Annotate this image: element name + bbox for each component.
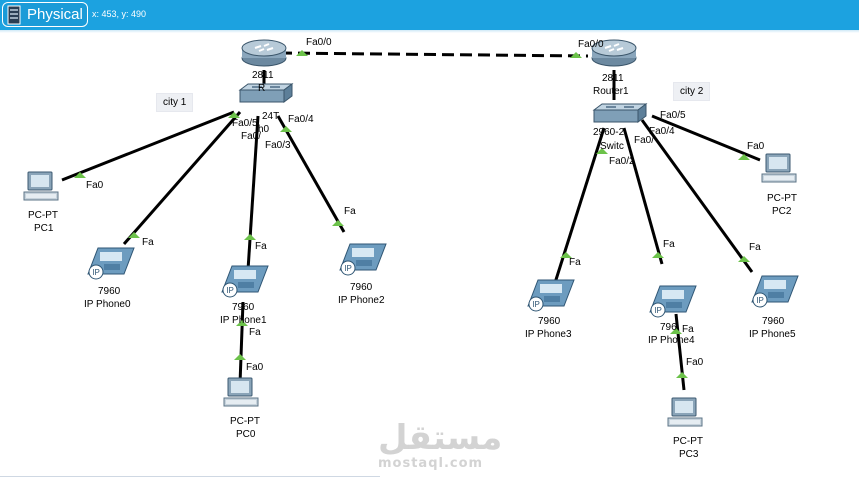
- switch1-icon[interactable]: [593, 103, 647, 123]
- port-label: Fa: [682, 324, 694, 335]
- ip-phone5-icon[interactable]: [751, 275, 799, 308]
- router1-name: Router1: [593, 86, 629, 97]
- ip-phone0-icon[interactable]: [87, 247, 135, 280]
- pc2-name: PC2: [772, 206, 792, 217]
- router0-name: R: [258, 83, 266, 94]
- port-label: Fa: [249, 327, 261, 338]
- port-label: Fa: [749, 242, 761, 253]
- pc1-name: PC1: [34, 223, 54, 234]
- switch1-model: 2960-2: [593, 127, 625, 138]
- ip-phone5-name: IP Phone5: [749, 329, 796, 340]
- pc0-model: PC-PT: [230, 416, 260, 427]
- link-switch0-phone0: [122, 111, 242, 245]
- pc3-icon[interactable]: [667, 397, 703, 427]
- switch0-model: 24T: [262, 111, 280, 122]
- port-indicators: [74, 50, 750, 378]
- physical-mode-label: Physical: [27, 6, 83, 23]
- port-label: Fa0/3: [265, 140, 291, 151]
- pc0-name: PC0: [236, 429, 256, 440]
- physical-mode-tab[interactable]: Physical: [2, 2, 88, 27]
- port-label: Fa0: [246, 362, 264, 373]
- router0-icon[interactable]: [241, 39, 287, 67]
- link-phone1-pc0: [238, 301, 245, 385]
- link-switch0-phone2: [276, 115, 346, 233]
- ip-phone3-icon[interactable]: [527, 279, 575, 312]
- link-router0-router1: [279, 51, 589, 58]
- ip-phone1-model: 7960: [232, 302, 255, 313]
- port-label: Fa: [569, 257, 581, 268]
- port-label: Fa0/: [634, 135, 655, 146]
- ip-phone0-model: 7960: [98, 286, 121, 297]
- port-label: Fa0/5: [232, 118, 258, 129]
- pc2-icon[interactable]: [761, 153, 797, 183]
- link-switch1-phone3: [552, 127, 606, 287]
- link-switch0-pc1: [61, 110, 235, 182]
- ip-phone3-name: IP Phone3: [525, 329, 572, 340]
- ip-phone4-icon[interactable]: [649, 285, 697, 318]
- port-label: Fa0/0: [578, 39, 604, 50]
- pc1-icon[interactable]: [23, 171, 59, 201]
- network-links: [61, 51, 761, 391]
- switch0-name: h0: [258, 124, 270, 135]
- router1-model: 2811: [602, 73, 624, 84]
- link-switch1-pc2: [651, 114, 761, 162]
- link-switch1-phone5: [640, 119, 754, 273]
- ip-phone2-model: 7960: [350, 282, 373, 293]
- pc2-model: PC-PT: [767, 193, 797, 204]
- switch0-icon[interactable]: [239, 83, 293, 103]
- port-label: Fa0: [86, 180, 104, 191]
- port-label: Fa0/: [241, 131, 262, 142]
- ip-phone2-name: IP Phone2: [338, 295, 385, 306]
- port-label: Fa0/0: [306, 37, 332, 48]
- link-switch1-phone4: [622, 127, 664, 265]
- port-label: Fa0/5: [660, 110, 686, 121]
- toolbar-divider: [0, 30, 859, 33]
- area-label-city1[interactable]: city 1: [156, 93, 194, 112]
- port-label: Fa0: [686, 357, 704, 368]
- pc3-model: PC-PT: [673, 436, 703, 447]
- router0-model: 2811: [252, 70, 274, 81]
- port-label: Fa: [344, 206, 356, 217]
- pc3-name: PC3: [679, 449, 699, 460]
- port-label: Fa: [142, 237, 154, 248]
- watermark-url: mostaql.com: [378, 456, 484, 471]
- port-label: Fa: [663, 239, 675, 250]
- ip-phone4-model: 796: [660, 322, 677, 333]
- port-label: Fa: [255, 241, 267, 252]
- ip-phone1-icon[interactable]: [221, 265, 269, 298]
- port-label: Fa0/2: [609, 156, 635, 167]
- physical-workspace-icon: [7, 5, 21, 24]
- pc0-icon[interactable]: [223, 377, 259, 407]
- ip-phone3-model: 7960: [538, 316, 561, 327]
- cursor-coordinates: x: 453, y: 490: [92, 9, 147, 19]
- switch1-name: Switc: [600, 141, 624, 152]
- ip-phone0-name: IP Phone0: [84, 299, 131, 310]
- pc1-model: PC-PT: [28, 210, 58, 221]
- port-label: Fa0: [747, 141, 765, 152]
- ip-phone1-name: IP Phone1: [220, 315, 267, 326]
- watermark-logo: مستقل: [378, 418, 503, 458]
- ip-phone5-model: 7960: [762, 316, 785, 327]
- area-label-city2[interactable]: city 2: [673, 82, 711, 101]
- bottom-divider: [0, 476, 380, 477]
- ip-phone4-name: IP Phone4: [648, 335, 695, 346]
- link-switch0-phone1: [246, 115, 260, 271]
- port-label: Fa0/4: [649, 126, 675, 137]
- port-label: Fa0/4: [288, 114, 314, 125]
- ip-phone2-icon[interactable]: [339, 243, 387, 276]
